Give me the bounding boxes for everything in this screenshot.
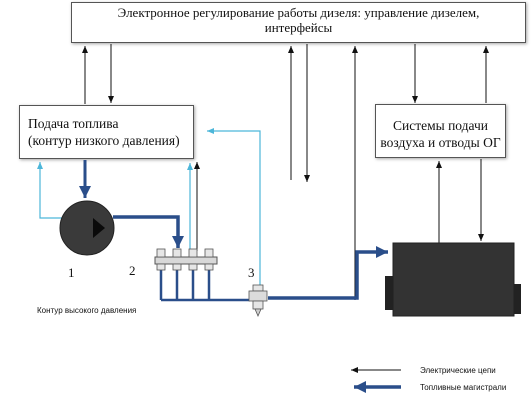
high-pressure-label: Контур высокого давления [37,306,137,315]
engine-block [385,242,521,317]
common-rail [154,248,218,271]
air-systems-line2: воздуха и отводы ОГ [380,135,501,150]
fuel-supply-line1: Подача топлива [28,116,119,131]
ecu-title-line2: интерфейсы [264,20,333,35]
return-line-pump [37,162,62,219]
ecu-box [71,2,526,43]
electric-ecu-injector [288,44,310,182]
fuel-line-pump-rail [113,215,184,248]
electric-air-engine [436,159,484,243]
legend-fuel-label: Топливные магистрали [420,383,507,392]
label-injector-number: 3 [248,265,255,280]
label-pump-number: 1 [68,265,75,280]
injector [248,284,268,318]
legend-electric-label: Электрические цепи [420,366,496,375]
fuel-supply-box [19,105,194,159]
fuel-supply-title: Подача топлива (контур низкого давления) [28,115,180,149]
electric-ecu-fuel [82,44,114,104]
fuel-supply-line2: (контур низкого давления) [28,133,180,148]
air-systems-line1: Системы подачи [392,118,489,133]
electric-ecu-air [412,44,489,103]
air-systems-box [375,104,506,158]
high-pressure-lines [159,270,250,302]
fuel-line-injector-engine [268,246,388,300]
fuel-pump [59,200,115,256]
ecu-title: Электронное регулирование работы дизеля:… [71,5,526,35]
ecu-title-line1: Электронное регулирование работы дизеля:… [117,5,480,20]
return-line-injector [207,128,261,286]
label-rail-number: 2 [129,263,136,278]
air-systems-title: Системы подачи воздуха и отводы ОГ [375,117,506,151]
